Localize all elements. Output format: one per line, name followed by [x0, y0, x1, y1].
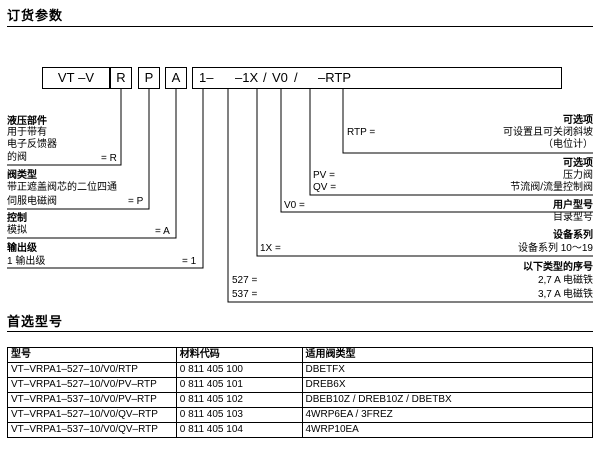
- hydraulic-code: = R: [101, 153, 117, 164]
- code-1: 1–: [199, 70, 214, 85]
- cell-valve-type: DBETFX: [301, 362, 593, 378]
- cell-material-code: 0 811 405 103: [175, 407, 303, 423]
- rtp-line-1: 可设置且可关闭斜坡: [503, 127, 593, 138]
- cell-model: VT–VRPA1–537–10/V0/QV–RTP: [7, 422, 177, 438]
- title-rule: [7, 26, 593, 27]
- header-valve-type: 适用阀类型: [301, 347, 593, 363]
- control-code: = A: [155, 226, 170, 237]
- valve-type-title: 阀类型: [7, 170, 37, 181]
- hydraulic-title: 液压部件: [7, 116, 47, 127]
- optional2-title: 可选项: [563, 158, 593, 169]
- cell-valve-type: DBEB10Z / DREB10Z / DBETBX: [301, 392, 593, 408]
- optional1-title: 可选项: [563, 115, 593, 126]
- code-box-rest: 1– –1X / V0 / –RTP: [192, 67, 562, 89]
- hydraulic-line-2: 电子反馈器: [7, 139, 57, 150]
- code-v0: V0: [272, 70, 288, 85]
- cell-valve-type: 4WRP10EA: [301, 422, 593, 438]
- code-1x: –1X: [235, 70, 259, 85]
- cell-model: VT–VRPA1–537–10/V0/PV–RTP: [7, 392, 177, 408]
- table-row: VT–VRPA1–527–10/V0/QV–RTP 0 811 405 103 …: [7, 407, 593, 423]
- order-params-title: 订货参数: [7, 8, 64, 23]
- cell-material-code: 0 811 405 101: [175, 377, 303, 393]
- valve-type-code: = P: [128, 196, 144, 207]
- code-box-a: A: [165, 67, 187, 89]
- cell-valve-type: 4WRP6EA / 3FREZ: [301, 407, 593, 423]
- preferred-title: 首选型号: [7, 314, 64, 329]
- v0-code: V0 =: [284, 200, 305, 211]
- table-header-row: 型号 材料代码 适用阀类型: [7, 347, 593, 363]
- code-box-p: P: [138, 67, 160, 89]
- rtp-line-2: （电位计）: [543, 139, 593, 150]
- qv-code: QV =: [313, 182, 337, 193]
- header-model: 型号: [7, 347, 177, 363]
- control-line-1: 模拟: [7, 225, 27, 236]
- cell-valve-type: DREB6X: [301, 377, 593, 393]
- output-title: 输出级: [7, 243, 37, 254]
- code-rtp: –RTP: [318, 70, 351, 85]
- cell-model: VT–VRPA1–527–10/V0/RTP: [7, 362, 177, 378]
- user-model-title: 用户型号: [553, 200, 593, 211]
- hydraulic-line-3: 的阀: [7, 152, 27, 163]
- cell-material-code: 0 811 405 100: [175, 362, 303, 378]
- series-code: 1X =: [260, 243, 281, 254]
- cell-material-code: 0 811 405 102: [175, 392, 303, 408]
- code-box-vt: VT –V: [42, 67, 110, 89]
- cell-model: VT–VRPA1–527–10/V0/QV–RTP: [7, 407, 177, 423]
- table-row: VT–VRPA1–537–10/V0/QV–RTP 0 811 405 104 …: [7, 422, 593, 438]
- qv-text: 节流阀/流量控制阀: [510, 182, 593, 193]
- header-material-code: 材料代码: [175, 347, 303, 363]
- output-line-1: 1 输出级: [7, 256, 46, 267]
- code-dash-v: –V: [78, 70, 95, 85]
- output-code: = 1: [182, 256, 197, 267]
- serial-code-1: 527 =: [232, 275, 258, 286]
- cell-material-code: 0 811 405 104: [175, 422, 303, 438]
- code-slash-1: /: [263, 70, 267, 85]
- cell-model: VT–VRPA1–527–10/V0/PV–RTP: [7, 377, 177, 393]
- code-box-r: R: [110, 67, 132, 89]
- series-text: 设备系列 10～19: [517, 243, 593, 254]
- code-vt: VT: [57, 70, 75, 85]
- hydraulic-line-1: 用于带有: [7, 127, 47, 138]
- rtp-code: RTP =: [347, 127, 376, 138]
- user-model-text: 目录型号: [553, 212, 593, 223]
- serial-text-2: 3,7 A 电磁铁: [537, 289, 593, 300]
- serial-text-1: 2,7 A 电磁铁: [537, 275, 593, 286]
- valve-type-line-2: 伺服电磁阀: [7, 196, 57, 207]
- table-row: VT–VRPA1–537–10/V0/PV–RTP 0 811 405 102 …: [7, 392, 593, 408]
- pv-text: 压力阀: [563, 170, 593, 181]
- table-row: VT–VRPA1–527–10/V0/RTP 0 811 405 100 DBE…: [7, 362, 593, 378]
- table-row: VT–VRPA1–527–10/V0/PV–RTP 0 811 405 101 …: [7, 377, 593, 393]
- serial-title: 以下类型的序号: [523, 262, 593, 273]
- code-slash-2: /: [294, 70, 298, 85]
- serial-code-2: 537 =: [232, 289, 258, 300]
- valve-type-line-1: 带正遮盖阀芯的二位四通: [7, 182, 117, 193]
- preferred-table: 型号 材料代码 适用阀类型 VT–VRPA1–527–10/V0/RTP 0 8…: [7, 347, 593, 438]
- control-title: 控制: [7, 213, 27, 224]
- series-title: 设备系列: [553, 230, 593, 241]
- pv-code: PV =: [313, 170, 335, 181]
- preferred-rule: [7, 331, 593, 332]
